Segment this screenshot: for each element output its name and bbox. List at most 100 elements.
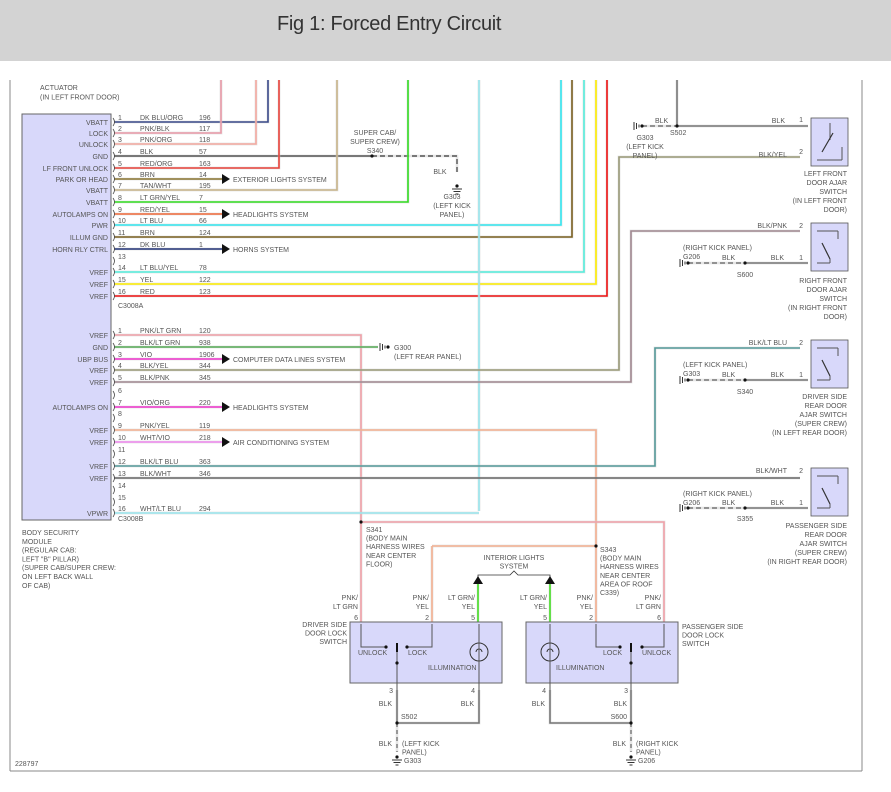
connector-pin-icon — [112, 279, 115, 289]
splice-dot — [405, 645, 409, 649]
splice-dot — [618, 645, 622, 649]
switch-lever — [821, 242, 831, 260]
lock-contact — [407, 624, 433, 648]
connector-pin-icon — [112, 390, 115, 400]
pin-number: 5 — [471, 615, 475, 622]
connector-pin-icon — [112, 151, 115, 161]
wire-color-label: BLK — [613, 741, 627, 748]
connector-pin-icon — [112, 377, 115, 387]
unlock-label: UNLOCK — [358, 650, 388, 657]
arrow-right-icon — [222, 174, 230, 184]
pin-number: 2 — [425, 615, 429, 622]
wire-color-label: BLK — [772, 118, 786, 125]
conn-b-pin-number: 11 — [118, 447, 125, 454]
connector-c3008a-label: C3008A — [118, 303, 144, 310]
splice-s600-label: S600 — [611, 714, 627, 721]
module-label: (REGULAR CAB: — [22, 548, 77, 555]
conn-a-wire-color: PNK/ORG — [140, 137, 172, 144]
connector-pin-icon — [112, 342, 115, 352]
conn-b-wire-color: BLK/LT GRN — [140, 340, 180, 347]
wire-123-outline — [114, 80, 609, 298]
wire-66 — [114, 80, 562, 226]
unlock-label: UNLOCK — [642, 650, 672, 657]
conn-a-pin-function: HORN RLY CTRL — [52, 247, 108, 254]
splice-s343-label: (BODY MAIN — [600, 556, 642, 563]
ground-icon-dot — [686, 261, 690, 265]
right-front-door-ajar-switch-label: DOOR AJAR — [807, 287, 847, 294]
conn-a-circuit-number: 14 — [199, 172, 207, 179]
conn-a-wire-color: BLK — [140, 149, 154, 156]
conn-b-wire-color: BLK/WHT — [140, 471, 172, 478]
pin-number: 2 — [799, 223, 803, 230]
wire-color-label: BLK — [771, 500, 785, 507]
conn-a-pin-number: 5 — [118, 161, 122, 168]
connector-pin-icon — [112, 485, 115, 495]
passenger-door-lock-switch-label: PASSENGER SIDE — [682, 624, 744, 631]
wire-123 — [114, 80, 608, 297]
wire-120-branch — [361, 521, 665, 630]
pin-number: 3 — [624, 688, 628, 695]
ground-g206-label: G206 — [683, 500, 700, 507]
wire-color-label: BLK/LT BLU — [749, 340, 787, 347]
arrow-right-icon — [222, 354, 230, 364]
conn-b-wire-color: VIO/ORG — [140, 400, 170, 407]
conn-a-pin-function: VBATT — [86, 188, 109, 195]
conn-b-wire-color: PNK/LT GRN — [140, 328, 181, 335]
wire-blk-pin4 — [549, 690, 631, 724]
conn-a-circuit-number: 118 — [199, 137, 210, 144]
switch-lever — [821, 487, 831, 505]
conn-b-pin-number: 9 — [118, 423, 122, 430]
connector-pin-icon — [112, 497, 115, 507]
conn-b-pin-function: VREF — [89, 428, 108, 435]
conn-b-wire-color: BLK/LT BLU — [140, 459, 178, 466]
components-layer — [21, 113, 849, 766]
wire-195 — [114, 80, 338, 191]
conn-a-pin-number: 16 — [118, 289, 126, 296]
splice-s341-label: NEAR CENTER — [366, 553, 416, 560]
driver-rear-door-ajar-switch-label: DRIVER SIDE — [802, 394, 847, 401]
connector-pin-icon — [112, 220, 115, 230]
conn-b-pin-number: 14 — [118, 483, 126, 490]
destination-system-label: COMPUTER DATA LINES SYSTEM — [233, 357, 345, 364]
connector-pin-icon — [112, 508, 115, 518]
conn-a-pin-function: VBATT — [86, 120, 109, 127]
wire-163 — [114, 80, 280, 169]
splice-s341-dot — [359, 520, 363, 524]
pin-number: 6 — [657, 615, 661, 622]
conn-b-pin-function: VREF — [89, 476, 108, 483]
conn-a-pin-function: PARK OR HEAD — [56, 177, 108, 184]
conn-a-circuit-number: 1 — [199, 242, 203, 249]
conn-a-pin-number: 6 — [118, 172, 122, 179]
wire-color-label: YEL — [416, 604, 429, 611]
conn-a-pin-number: 14 — [118, 265, 126, 272]
splice-dot — [640, 645, 644, 649]
conn-b-circuit-number: 345 — [199, 375, 211, 382]
connector-pin-icon — [112, 461, 115, 471]
conn-b-pin-function: VREF — [89, 333, 108, 340]
wire-color-label: LT GRN — [636, 604, 661, 611]
right-front-door-ajar-switch-label: RIGHT FRONT — [799, 278, 847, 285]
body-security-module-box — [21, 113, 112, 521]
driver-door-lock-switch-box — [349, 621, 503, 684]
connector-pin-icon — [112, 209, 115, 219]
wire-57-dashed — [372, 155, 458, 172]
conn-a-circuit-number: 57 — [199, 149, 207, 156]
connector-pin-icon — [112, 256, 115, 266]
splice-s343-dot — [594, 544, 598, 548]
unlock-contact — [360, 624, 386, 648]
door-ajar-switch-box — [810, 222, 849, 272]
wire-color-label: BLK — [771, 372, 785, 379]
wire-color-label: BLK — [771, 255, 785, 262]
driver-door-lock-switch-label: DRIVER SIDE — [302, 622, 347, 629]
ground-g303-label: (LEFT KICK — [626, 144, 664, 151]
splice-s341-label: HARNESS WIRES — [366, 544, 425, 551]
conn-b-pin-number: 10 — [118, 435, 126, 442]
conn-a-pin-number: 10 — [118, 218, 126, 225]
driver-rear-door-ajar-switch-label: REAR DOOR — [805, 403, 847, 410]
conn-a-circuit-number: 78 — [199, 265, 207, 272]
conn-b-pin-number: 15 — [118, 495, 126, 502]
pin-number: 6 — [354, 615, 358, 622]
conn-a-wire-color: BRN — [140, 172, 155, 179]
conn-a-circuit-number: 122 — [199, 277, 211, 284]
passenger-rear-door-ajar-switch-label: REAR DOOR — [805, 532, 847, 539]
